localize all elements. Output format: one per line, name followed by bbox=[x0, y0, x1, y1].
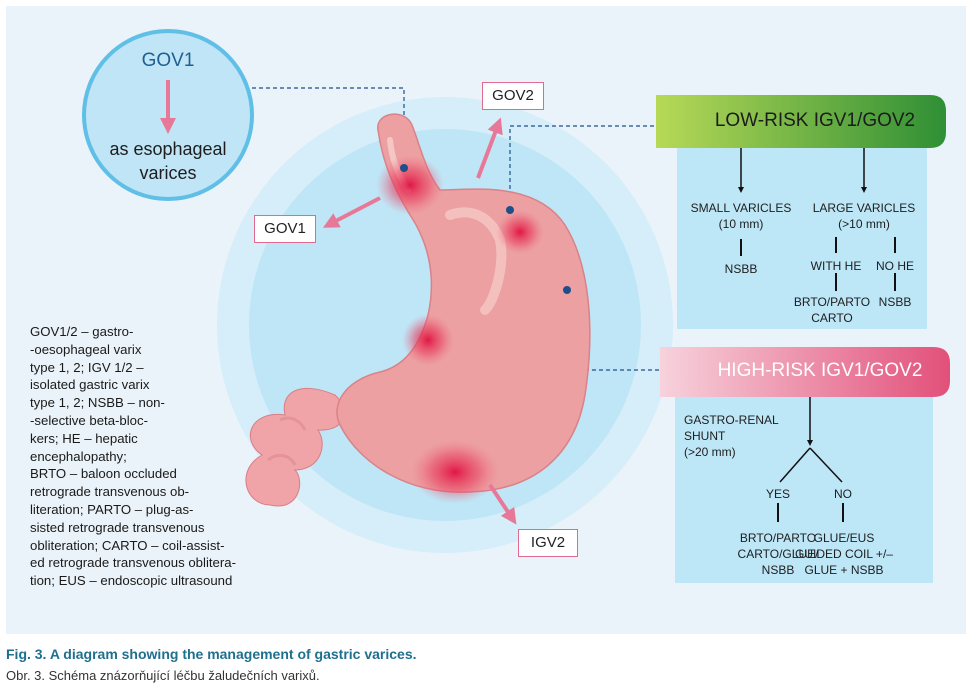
dot-igv1 bbox=[563, 286, 571, 294]
high-risk-box bbox=[675, 397, 933, 583]
low-risk-box bbox=[677, 148, 927, 329]
no-treatment: GLUE/EUS GUIDED COIL +/– GLUE + NSBB bbox=[795, 531, 893, 577]
no-he-treatment: NSBB bbox=[878, 295, 912, 309]
arrow-gov1 bbox=[322, 196, 381, 228]
shunt-yes: YES bbox=[765, 487, 790, 501]
tag-gov2: GOV2 bbox=[482, 82, 544, 110]
tag-igv2: IGV2 bbox=[518, 529, 578, 557]
varix-gov1-spot bbox=[376, 155, 444, 215]
varix-gov2-spot bbox=[496, 210, 544, 254]
shunt-no: NO bbox=[834, 487, 852, 501]
varix-igv2-spot bbox=[411, 440, 499, 504]
low-risk-title: LOW-RISK IGV1/GOV2 bbox=[714, 110, 916, 131]
dot-gov2 bbox=[506, 206, 514, 214]
arrow-igv2 bbox=[488, 483, 517, 525]
arrow-gov2 bbox=[476, 117, 503, 179]
with-he-treatment: BRTO/PARTO CARTO bbox=[793, 295, 871, 325]
with-he: WITH HE bbox=[810, 259, 862, 273]
circle-title: GOV1 bbox=[141, 50, 195, 71]
no-he: NO HE bbox=[875, 259, 914, 273]
caption-title: Fig. 3. A diagram showing the management… bbox=[6, 646, 417, 662]
large-varicles: LARGE VARICLES (>10 mm) bbox=[812, 201, 916, 231]
circle-caption: as esophageal varices bbox=[109, 139, 227, 183]
varix-igv1-spot bbox=[402, 314, 454, 366]
high-risk-title: HIGH-RISK IGV1/GOV2 bbox=[717, 360, 923, 381]
tag-gov1: GOV1 bbox=[254, 215, 316, 243]
duodenum bbox=[245, 387, 345, 507]
yes-treatment: BRTO/PARTO CARTO/GLUE/ NSBB bbox=[737, 531, 819, 577]
gastro-renal-shunt: GASTRO-RENAL SHUNT (>20 mm) bbox=[684, 413, 779, 459]
connector-low-risk bbox=[509, 125, 656, 210]
abbreviation-legend: GOV1/2 – gastro- -oesophageal varix type… bbox=[30, 324, 236, 589]
small-varicles: SMALL VARICLES (10 mm) bbox=[690, 201, 792, 231]
small-varicles-treatment: NSBB bbox=[724, 262, 758, 276]
dot-gov1 bbox=[400, 164, 408, 172]
high-risk-bar bbox=[660, 347, 950, 397]
caption-subtitle: Obr. 3. Schéma znázorňující léčbu žalude… bbox=[6, 668, 320, 683]
low-risk-bar bbox=[656, 95, 946, 148]
